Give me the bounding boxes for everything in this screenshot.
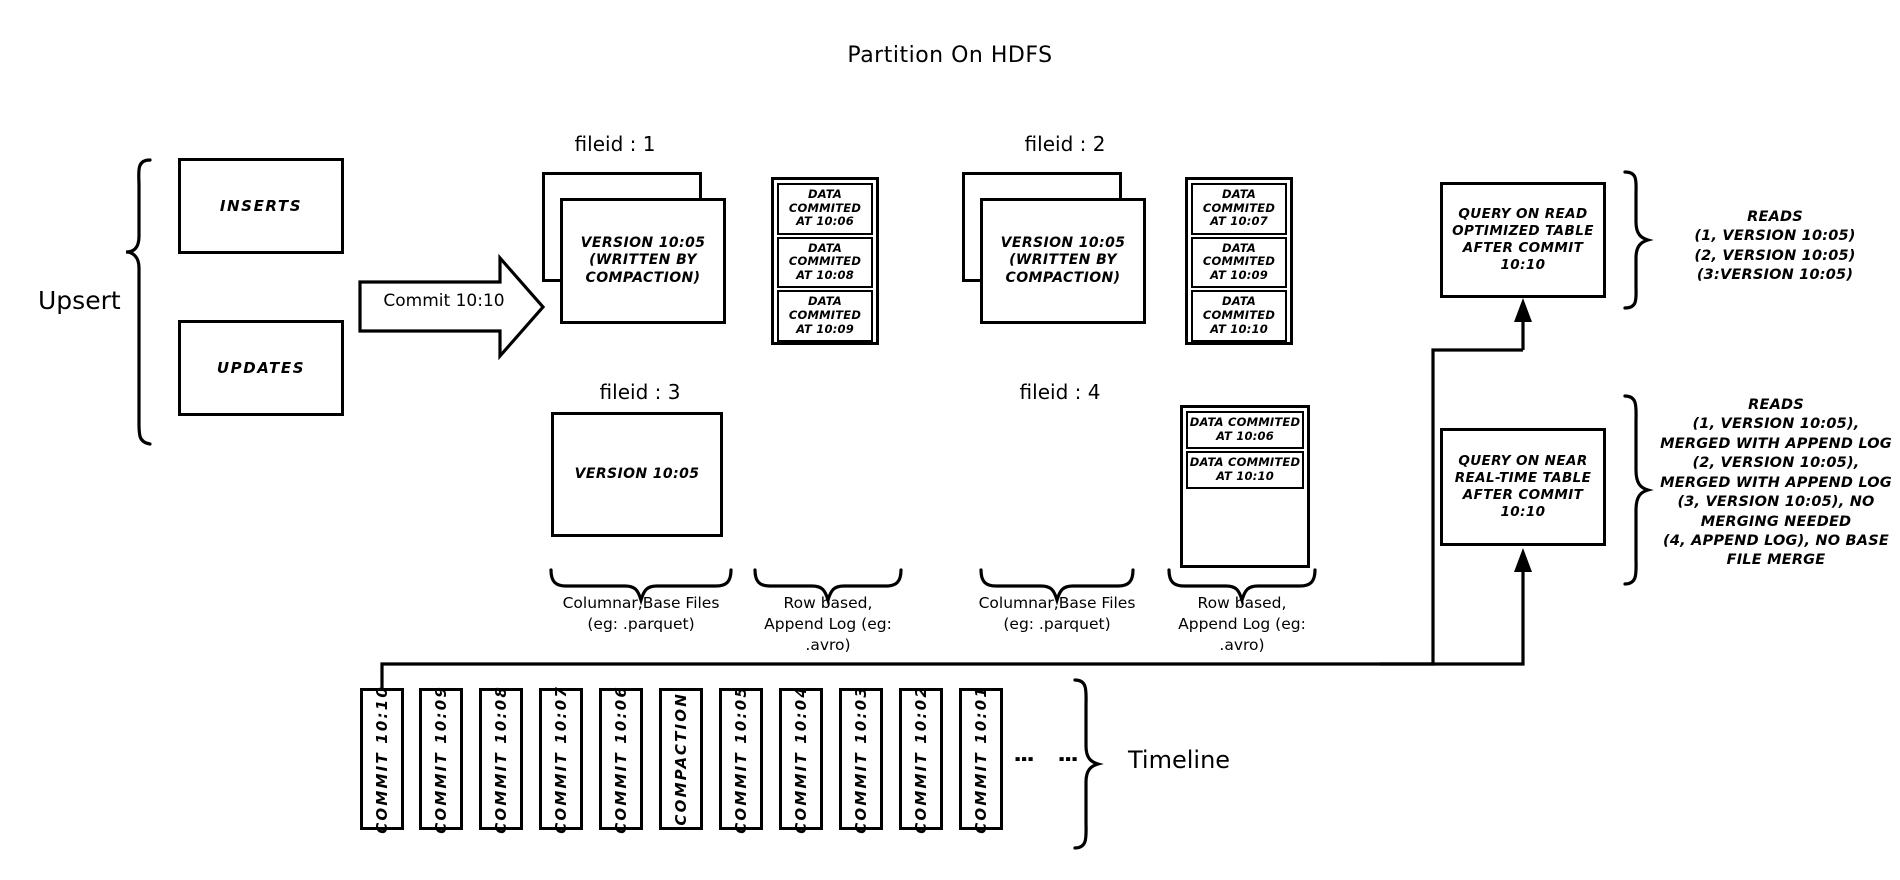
query-near-real-time-box[interactable]: QUERY ON NEAR REAL-TIME TABLE AFTER COMM… [1440, 428, 1606, 546]
query-read-optimized-box[interactable]: QUERY ON READ OPTIMIZED TABLE AFTER COMM… [1440, 182, 1606, 298]
timeline-item-label: COMMIT 10:07 [552, 684, 570, 834]
query-near-real-time-label: QUERY ON NEAR REAL-TIME TABLE AFTER COMM… [1454, 453, 1592, 520]
timeline-item-label: COMMIT 10:10 [373, 684, 391, 834]
log-entry: DATA COMMITED AT 10:10 [1191, 290, 1287, 343]
updates-box[interactable]: UPDATES [178, 320, 344, 416]
query-read-optimized-label: QUERY ON READ OPTIMIZED TABLE AFTER COMM… [1452, 206, 1594, 273]
caption-rowlog-right: Row based, Append Log (eg: .avro) [1178, 594, 1306, 654]
fileid-2-base-label: VERSION 10:05 (WRITTEN BY COMPACTION) [1000, 234, 1126, 286]
fileid-1-base-file[interactable]: VERSION 10:05 (WRITTEN BY COMPACTION) [560, 198, 726, 324]
log-entry: DATA COMMITED AT 10:06 [1186, 411, 1304, 450]
timeline-item-label: COMMIT 10:08 [492, 684, 510, 834]
updates-label: UPDATES [216, 358, 306, 377]
commit-arrow-label: Commit 10:10 [383, 291, 505, 311]
timeline-item-label: COMMIT 10:06 [612, 684, 630, 834]
fileid-2-base-file[interactable]: VERSION 10:05 (WRITTEN BY COMPACTION) [980, 198, 1146, 324]
fileid-2-label: fileid : 2 [1024, 132, 1106, 156]
timeline-item-compaction[interactable]: COMPACTION [659, 688, 703, 830]
timeline-item-label: COMMIT 10:03 [852, 684, 870, 834]
timeline-ellipsis-2: ⋮ [1054, 748, 1080, 770]
timeline-item[interactable]: COMMIT 10:09 [419, 685, 463, 833]
log-entry: DATA COMMITED AT 10:10 [1186, 451, 1304, 490]
fileid-3-base-label: VERSION 10:05 [574, 465, 700, 482]
reads-read-optimized: READS (1, VERSION 10:05) (2, VERSION 10:… [1694, 209, 1856, 284]
log-entry: DATA COMMITED AT 10:08 [777, 236, 873, 289]
timeline-item[interactable]: COMMIT 10:03 [839, 685, 883, 833]
timeline-item-label: COMPACTION [672, 692, 690, 826]
reads-near-real-time: READS (1, VERSION 10:05), MERGED WITH AP… [1660, 397, 1892, 569]
timeline-item-label: COMMIT 10:01 [972, 684, 990, 834]
caption-columnar-left: Columnar,Base Files (eg: .parquet) [562, 594, 720, 633]
log-entry: DATA COMMITED AT 10:09 [777, 290, 873, 343]
fileid-3-base-file[interactable]: VERSION 10:05 [551, 412, 723, 537]
fileid-1-base-label: VERSION 10:05 (WRITTEN BY COMPACTION) [580, 234, 706, 286]
caption-columnar-right: Columnar,Base Files (eg: .parquet) [978, 594, 1136, 633]
log-entry: DATA COMMITED AT 10:07 [1191, 183, 1287, 235]
inserts-box[interactable]: INSERTS [178, 158, 344, 254]
fileid-4-log-file[interactable]: DATA COMMITED AT 10:06 DATA COMMITED AT … [1180, 405, 1310, 568]
inserts-label: INSERTS [219, 196, 303, 215]
timeline-item[interactable]: COMMIT 10:08 [479, 685, 523, 833]
timeline-item[interactable]: COMMIT 10:01 [959, 685, 1003, 833]
caption-rowlog-left: Row based, Append Log (eg: .avro) [764, 594, 892, 654]
fileid-3-label: fileid : 3 [599, 380, 681, 404]
timeline-item-label: COMMIT 10:05 [732, 684, 750, 834]
timeline-ellipsis-1: ⋮ [1010, 748, 1036, 770]
timeline-item[interactable]: COMMIT 10:07 [539, 685, 583, 833]
timeline-label: Timeline [1128, 746, 1231, 774]
fileid-4-label: fileid : 4 [1019, 380, 1101, 404]
timeline-item[interactable]: COMMIT 10:06 [599, 685, 643, 833]
fileid-1-log-file[interactable]: DATA COMMITED AT 10:06 DATA COMMITED AT … [771, 177, 879, 345]
log-entry: DATA COMMITED AT 10:06 [777, 183, 873, 235]
page-title: Partition On HDFS [847, 43, 1053, 68]
timeline-item-label: COMMIT 10:09 [432, 684, 450, 834]
log-entry: DATA COMMITED AT 10:09 [1191, 236, 1287, 289]
timeline-item[interactable]: COMMIT 10:05 [719, 685, 763, 833]
timeline-item[interactable]: COMMIT 10:10 [360, 685, 404, 833]
fileid-2-log-file[interactable]: DATA COMMITED AT 10:07 DATA COMMITED AT … [1185, 177, 1293, 345]
timeline-item[interactable]: COMMIT 10:04 [779, 685, 823, 833]
timeline-item[interactable]: COMMIT 10:02 [899, 685, 943, 833]
upsert-label: Upsert [38, 286, 121, 315]
fileid-1-label: fileid : 1 [574, 132, 656, 156]
timeline-item-label: COMMIT 10:02 [912, 684, 930, 834]
timeline-item-label: COMMIT 10:04 [792, 684, 810, 834]
